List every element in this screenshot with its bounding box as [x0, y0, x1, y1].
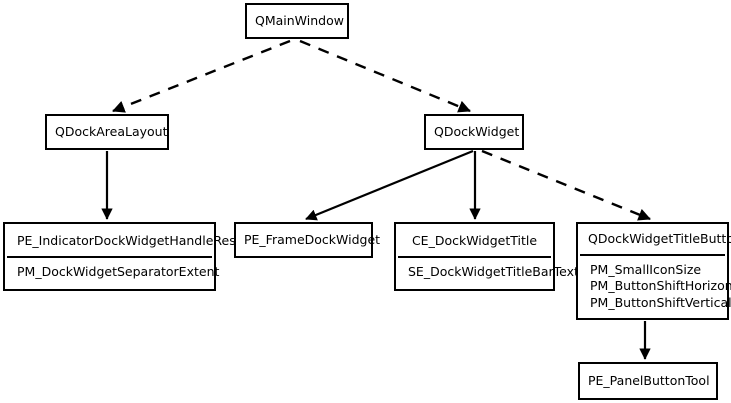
member-item: PM_SmallIconSize [590, 261, 702, 277]
node-pe-framedockwidget[interactable]: PE_FrameDockWidget [234, 222, 381, 258]
node-members: PM_DockWidgetSeparatorExtent [5, 258, 220, 287]
compartment-divider [580, 253, 725, 256]
edge-qmainwindow-qdockwidget [299, 39, 471, 113]
node-title: PE_FrameDockWidget [244, 232, 381, 248]
member-item: PM_ButtonShiftVertical [590, 294, 731, 310]
edge-qdockwidget-qdockwidgettitlebutton [481, 149, 651, 221]
node-qdockarealayout[interactable]: QDockAreaLayout [45, 114, 169, 150]
compartment-divider [7, 255, 212, 258]
node-title: QMainWindow [255, 13, 344, 29]
node-title: PE_IndicatorDockWidgetHandleResize [17, 232, 254, 248]
edge-qmainwindow-qdockarealayout [112, 39, 291, 113]
node-title: QDockAreaLayout [55, 124, 168, 140]
member-item: SE_DockWidgetTitleBarText [408, 263, 579, 279]
compartment-divider [398, 255, 551, 258]
edge-qdockwidget-pe_framedockwidget [305, 149, 474, 221]
node-members: SE_DockWidgetTitleBarText [396, 258, 579, 287]
member-item: PM_DockWidgetSeparatorExtent [17, 263, 220, 279]
node-title: QDockWidget [434, 124, 520, 140]
node-qdockwidget[interactable]: QDockWidget [424, 114, 524, 150]
member-item: PM_ButtonShiftHorizontal [590, 278, 731, 294]
node-title: PE_PanelButtonTool [588, 373, 710, 389]
node-qdockwidgettitlebutton[interactable]: QDockWidgetTitleButton PM_SmallIconSize … [576, 222, 731, 320]
node-pe-indicatordockwidgethandleresize[interactable]: PE_IndicatorDockWidgetHandleResize PM_Do… [3, 222, 254, 291]
node-pe-panelbuttontool[interactable]: PE_PanelButtonTool [578, 362, 718, 400]
node-title: QDockWidgetTitleButton [588, 230, 731, 246]
node-title: CE_DockWidgetTitle [411, 232, 538, 248]
node-members: PM_SmallIconSize PM_ButtonShiftHorizonta… [578, 256, 731, 318]
node-ce-dockwidgettitle[interactable]: CE_DockWidgetTitle SE_DockWidgetTitleBar… [394, 222, 579, 291]
node-qmainwindow[interactable]: QMainWindow [245, 3, 349, 39]
